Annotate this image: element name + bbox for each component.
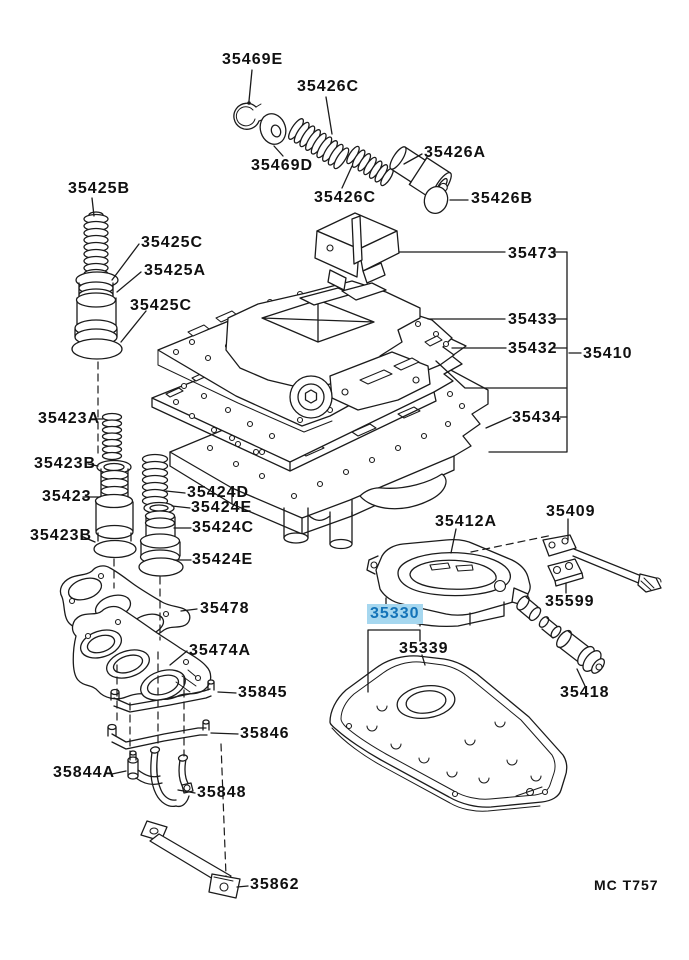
plate-35474a-drawing — [71, 605, 212, 701]
part-label-35425C-b: 35425C — [130, 297, 193, 314]
group-bracket-35330 — [367, 629, 421, 693]
part-label-35412A: 35412A — [435, 513, 498, 530]
part-label-35339: 35339 — [399, 640, 449, 657]
part-label-35423A: 35423A — [38, 410, 101, 427]
drawing-code: MC T757 — [594, 877, 659, 893]
detent-bracket-35473-drawing — [314, 212, 400, 291]
part-label-35426C-a: 35426C — [297, 78, 360, 95]
part-label-35846: 35846 — [240, 725, 290, 742]
part-label-35469E: 35469E — [222, 51, 284, 68]
solenoid-35418-drawing — [516, 595, 605, 674]
oil-strainer-35330-drawing — [329, 655, 568, 812]
part-label-35433: 35433 — [508, 311, 558, 328]
part-label-35423B-a: 35423B — [34, 455, 97, 472]
part-label-35474A: 35474A — [189, 642, 252, 659]
plate-35599-drawing — [547, 558, 584, 587]
part-label-35425C-a: 35425C — [141, 234, 204, 251]
part-label-35424E-b: 35424E — [192, 551, 254, 568]
part-label-35599: 35599 — [545, 593, 595, 610]
lever-35409-drawing — [542, 534, 662, 593]
part-label-35434: 35434 — [512, 409, 562, 426]
group-bracket-35410 — [488, 251, 568, 453]
part-label-35418: 35418 — [560, 684, 610, 701]
part-label-35330[interactable]: 35330 — [367, 604, 423, 624]
accumulator-35423-drawing — [93, 412, 137, 559]
part-label-35844A: 35844A — [53, 764, 116, 781]
part-label-35862: 35862 — [250, 876, 300, 893]
part-label-35423B-b: 35423B — [30, 527, 93, 544]
part-label-35845: 35845 — [238, 684, 288, 701]
part-label-35478: 35478 — [200, 600, 250, 617]
part-label-35409: 35409 — [546, 503, 596, 520]
part-label-35425B: 35425B — [68, 180, 131, 197]
manifold-35412a-drawing — [366, 538, 531, 628]
throttle-valve-35426a-drawing — [389, 146, 452, 215]
part-label-35426C-b: 35426C — [314, 189, 377, 206]
oil-tube-35845-drawing — [110, 679, 215, 713]
accumulator-35425-drawing — [71, 211, 123, 360]
upper-valve-body-35433-drawing — [157, 280, 455, 433]
part-label-35410: 35410 — [583, 345, 633, 362]
leader-lines — [80, 69, 586, 888]
part-label-35426B: 35426B — [471, 190, 534, 207]
plug-35426b-shape — [423, 185, 449, 215]
accumulator-35424-drawing — [138, 453, 184, 577]
snap-ring-and-washer-drawing — [233, 101, 287, 145]
part-label-35426A: 35426A — [424, 144, 487, 161]
part-label-35424E-a: 35424E — [191, 499, 253, 516]
part-label-35848: 35848 — [197, 784, 247, 801]
part-label-35473: 35473 — [508, 245, 558, 262]
union-35844a-drawing — [127, 750, 163, 785]
part-label-35424C: 35424C — [192, 519, 255, 536]
valve-springs-35426c-drawing — [288, 118, 394, 187]
part-label-35424D: 35424D — [187, 484, 250, 501]
oil-tube-35846-drawing — [107, 719, 210, 750]
part-label-35469D: 35469D — [251, 157, 314, 174]
part-label-35423: 35423 — [42, 488, 92, 505]
part-label-35425A: 35425A — [144, 262, 207, 279]
bracket-35862-drawing — [140, 820, 241, 899]
part-label-35432: 35432 — [508, 340, 558, 357]
dashed-construction-lines — [97, 361, 554, 877]
